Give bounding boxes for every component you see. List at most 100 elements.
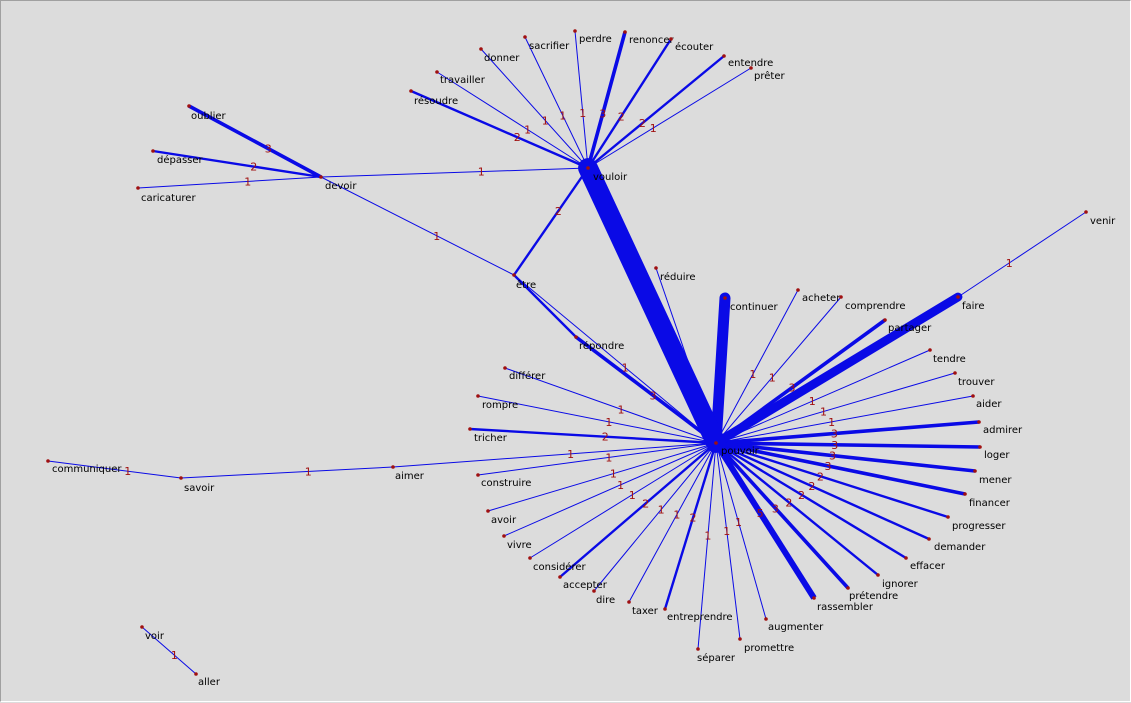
node-ignorer[interactable]: ignorer — [876, 573, 919, 590]
node-entendre[interactable]: entendre — [722, 54, 773, 69]
node-dot-taxer[interactable] — [627, 600, 631, 604]
node-taxer[interactable]: taxer — [627, 600, 659, 617]
node-avoir[interactable]: avoir — [486, 509, 517, 526]
node-dot-trouver[interactable] — [953, 371, 957, 375]
node-dot-mener[interactable] — [973, 469, 977, 473]
node-rassembler[interactable]: rassembler — [812, 596, 874, 613]
node-sacrifier[interactable]: sacrifier — [523, 35, 570, 52]
node-dot-communiquer[interactable] — [46, 459, 50, 463]
node-dot-separer[interactable] — [696, 647, 700, 651]
node-dot-tricher[interactable] — [468, 427, 472, 431]
node-dot-ecouter[interactable] — [669, 37, 673, 41]
node-augmenter[interactable]: augmenter — [764, 617, 824, 633]
node-donner[interactable]: donner — [479, 47, 520, 64]
node-dot-promettre[interactable] — [738, 637, 742, 641]
node-promettre[interactable]: promettre — [738, 637, 794, 654]
node-acheter[interactable]: acheter — [796, 288, 841, 304]
node-dot-devoir[interactable] — [319, 175, 323, 179]
node-dot-donner[interactable] — [479, 47, 483, 51]
node-caricaturer[interactable]: caricaturer — [136, 186, 196, 204]
node-repondre[interactable]: répondre — [574, 335, 624, 352]
node-dot-aimer[interactable] — [391, 465, 395, 469]
node-dot-entreprendre[interactable] — [663, 607, 667, 611]
node-dot-pretendre[interactable] — [846, 586, 850, 590]
node-dot-dire[interactable] — [592, 589, 596, 593]
node-dot-depasser[interactable] — [151, 149, 155, 153]
node-dot-tendre[interactable] — [928, 348, 932, 352]
node-dot-aller[interactable] — [194, 672, 198, 676]
node-vouloir[interactable]: vouloir — [586, 166, 628, 183]
node-dot-venir[interactable] — [1084, 210, 1088, 214]
node-depasser[interactable]: dépasser — [151, 149, 204, 166]
node-partager[interactable]: partager — [883, 318, 932, 334]
node-progresser[interactable]: progresser — [946, 515, 1006, 532]
node-mener[interactable]: mener — [973, 469, 1012, 486]
node-dot-resoudre[interactable] — [409, 89, 413, 93]
node-dot-partager[interactable] — [883, 318, 887, 322]
node-dot-accepter[interactable] — [558, 575, 562, 579]
node-dot-etre[interactable] — [512, 273, 516, 277]
node-dot-acheter[interactable] — [796, 288, 800, 292]
node-dot-avoir[interactable] — [486, 509, 490, 513]
node-dot-ignorer[interactable] — [876, 573, 880, 577]
node-faire[interactable]: faire — [956, 295, 984, 312]
node-etre[interactable]: être — [512, 273, 536, 291]
node-dot-reduire[interactable] — [654, 266, 658, 270]
node-dot-comprendre[interactable] — [839, 295, 843, 299]
node-financer[interactable]: financer — [963, 492, 1011, 509]
node-dot-effacer[interactable] — [904, 556, 908, 560]
node-tendre[interactable]: tendre — [928, 348, 966, 365]
node-preter[interactable]: prêter — [749, 66, 785, 82]
node-venir[interactable]: venir — [1084, 210, 1116, 227]
node-dot-rassembler[interactable] — [812, 596, 816, 600]
node-oublier[interactable]: oublier — [187, 104, 227, 122]
node-dot-rompre[interactable] — [476, 394, 480, 398]
node-dot-augmenter[interactable] — [764, 617, 768, 621]
node-ecouter[interactable]: écouter — [669, 37, 714, 53]
node-dot-renoncer[interactable] — [623, 30, 627, 34]
node-tricher[interactable]: tricher — [468, 427, 508, 444]
node-dot-construire[interactable] — [476, 473, 480, 477]
node-construire[interactable]: construire — [476, 473, 531, 489]
node-dot-travailler[interactable] — [435, 70, 439, 74]
node-dot-pouvoir[interactable] — [714, 441, 718, 445]
node-entreprendre[interactable]: entreprendre — [663, 607, 733, 623]
node-dot-vouloir[interactable] — [586, 166, 590, 170]
node-dot-progresser[interactable] — [946, 515, 950, 519]
node-dot-oublier[interactable] — [187, 104, 191, 108]
node-dot-continuer[interactable] — [723, 296, 727, 300]
node-aller[interactable]: aller — [194, 672, 221, 688]
node-dot-savoir[interactable] — [179, 476, 183, 480]
node-admirer[interactable]: admirer — [977, 420, 1023, 436]
node-demander[interactable]: demander — [927, 537, 986, 553]
node-devoir[interactable]: devoir — [319, 175, 357, 192]
node-dot-repondre[interactable] — [574, 335, 578, 339]
node-perdre[interactable]: perdre — [573, 29, 612, 45]
node-dot-faire[interactable] — [956, 295, 960, 299]
node-comprendre[interactable]: comprendre — [839, 295, 905, 312]
node-dot-admirer[interactable] — [977, 420, 981, 424]
node-dire[interactable]: dire — [592, 589, 615, 606]
node-dot-entendre[interactable] — [722, 54, 726, 58]
node-dot-caricaturer[interactable] — [136, 186, 140, 190]
node-dot-voir[interactable] — [140, 625, 144, 629]
node-resoudre[interactable]: résoudre — [409, 89, 458, 107]
node-considerer[interactable]: considérer — [528, 556, 586, 573]
node-dot-preter[interactable] — [749, 66, 753, 70]
node-voir[interactable]: voir — [140, 625, 165, 642]
node-dot-considerer[interactable] — [528, 556, 532, 560]
node-pretendre[interactable]: prétendre — [846, 586, 898, 602]
node-communiquer[interactable]: communiquer — [46, 459, 122, 475]
node-dot-financer[interactable] — [963, 492, 967, 496]
node-pouvoir[interactable]: pouvoir — [714, 441, 760, 457]
node-loger[interactable]: loger — [978, 445, 1010, 461]
node-continuer[interactable]: continuer — [723, 296, 778, 313]
node-savoir[interactable]: savoir — [179, 476, 215, 494]
node-differer[interactable]: différer — [503, 366, 546, 382]
node-renoncer[interactable]: renoncer — [623, 30, 674, 46]
node-dot-vivre[interactable] — [502, 534, 506, 538]
node-aimer[interactable]: aimer — [391, 465, 425, 482]
node-accepter[interactable]: accepter — [558, 575, 608, 591]
node-dot-perdre[interactable] — [573, 29, 577, 33]
